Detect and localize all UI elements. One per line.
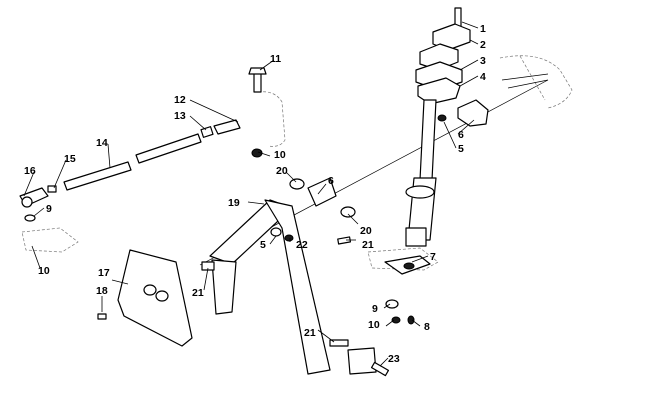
- callout-22: 22: [296, 239, 308, 251]
- side-plate: [97, 249, 193, 347]
- callout-1: 1: [480, 23, 486, 35]
- callout-7: 7: [430, 251, 436, 263]
- callout-4: 4: [480, 71, 486, 83]
- callout-23: 23: [388, 353, 400, 365]
- callout-21-right: 21: [362, 239, 374, 251]
- callout-10-right: 10: [368, 319, 380, 331]
- callout-19: 19: [228, 197, 240, 209]
- callout-13: 13: [174, 110, 186, 122]
- callout-15: 15: [64, 153, 76, 165]
- small-hardware: [201, 177, 415, 377]
- callout-5-left: 5: [260, 239, 266, 251]
- callout-18: 18: [96, 285, 108, 297]
- tie-rod-end: [19, 185, 57, 222]
- callout-20-left: 20: [276, 165, 288, 177]
- callout-9-right: 9: [372, 303, 378, 315]
- callout-labels: 1 2 3 4 5 5 6 6 7 8 9 9 10 10 10 11 12 1…: [24, 23, 486, 365]
- callout-10-top: 10: [274, 149, 286, 161]
- handlebar-clamp-assembly: [415, 7, 471, 105]
- callout-12: 12: [174, 94, 186, 106]
- callout-10-left: 10: [38, 265, 50, 277]
- callout-11: 11: [270, 53, 281, 65]
- callout-16: 16: [24, 165, 36, 177]
- steering-post: [384, 99, 437, 275]
- callout-6-right: 6: [458, 129, 464, 141]
- upper-support-bracket: [437, 99, 489, 127]
- callout-9-left: 9: [46, 203, 52, 215]
- ghost-frame-outlines: [21, 55, 573, 271]
- bolt-11: [248, 67, 267, 158]
- callout-6-center: 6: [328, 175, 334, 187]
- callout-17: 17: [98, 267, 110, 279]
- callout-20-right: 20: [360, 225, 372, 237]
- callout-14: 14: [96, 137, 108, 149]
- leader-lines: [23, 21, 479, 367]
- callout-21-bottom: 21: [304, 327, 316, 339]
- callout-8: 8: [424, 321, 430, 333]
- callout-2: 2: [480, 39, 486, 51]
- steering-arm: [209, 199, 377, 375]
- callout-5-right: 5: [458, 143, 464, 155]
- callout-3: 3: [480, 55, 486, 67]
- callout-21-left: 21: [192, 287, 204, 299]
- tie-rod: [63, 119, 241, 191]
